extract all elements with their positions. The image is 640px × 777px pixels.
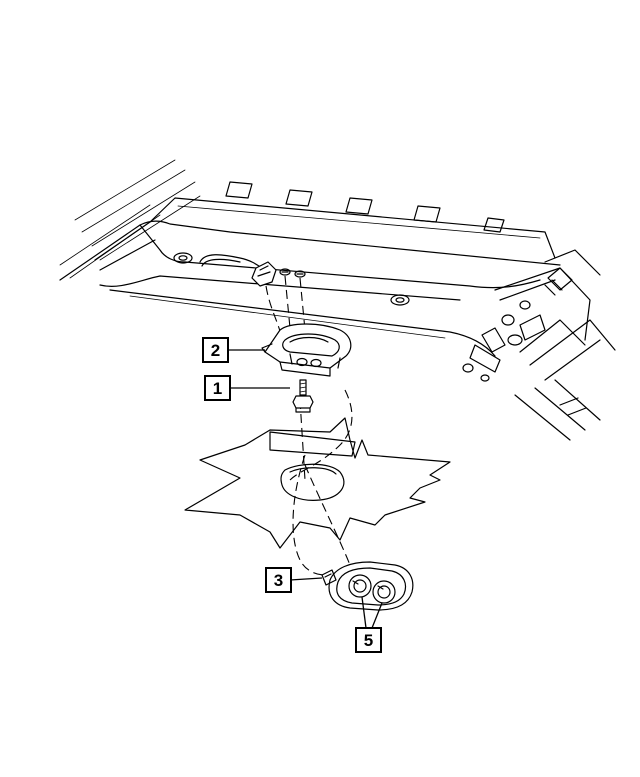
- lamp-bracket: [261, 323, 352, 377]
- roof-screws: [279, 268, 306, 278]
- callout-1-label: 1: [213, 379, 222, 398]
- callout-1: 1: [204, 375, 290, 401]
- callout-3-label: 3: [274, 571, 283, 590]
- callout-2: 2: [202, 337, 265, 363]
- assembly-lines: [265, 275, 353, 576]
- roof-structure: [59, 159, 616, 441]
- wiring-harness: [199, 254, 277, 287]
- callout-2-label: 2: [211, 341, 220, 360]
- callout-5: 5: [355, 596, 383, 653]
- callout-5-label: 5: [364, 631, 373, 650]
- dome-lamp-assembly: [321, 561, 414, 611]
- headliner-panel: [184, 417, 451, 549]
- screw: [292, 379, 314, 413]
- callout-3: 3: [265, 567, 323, 593]
